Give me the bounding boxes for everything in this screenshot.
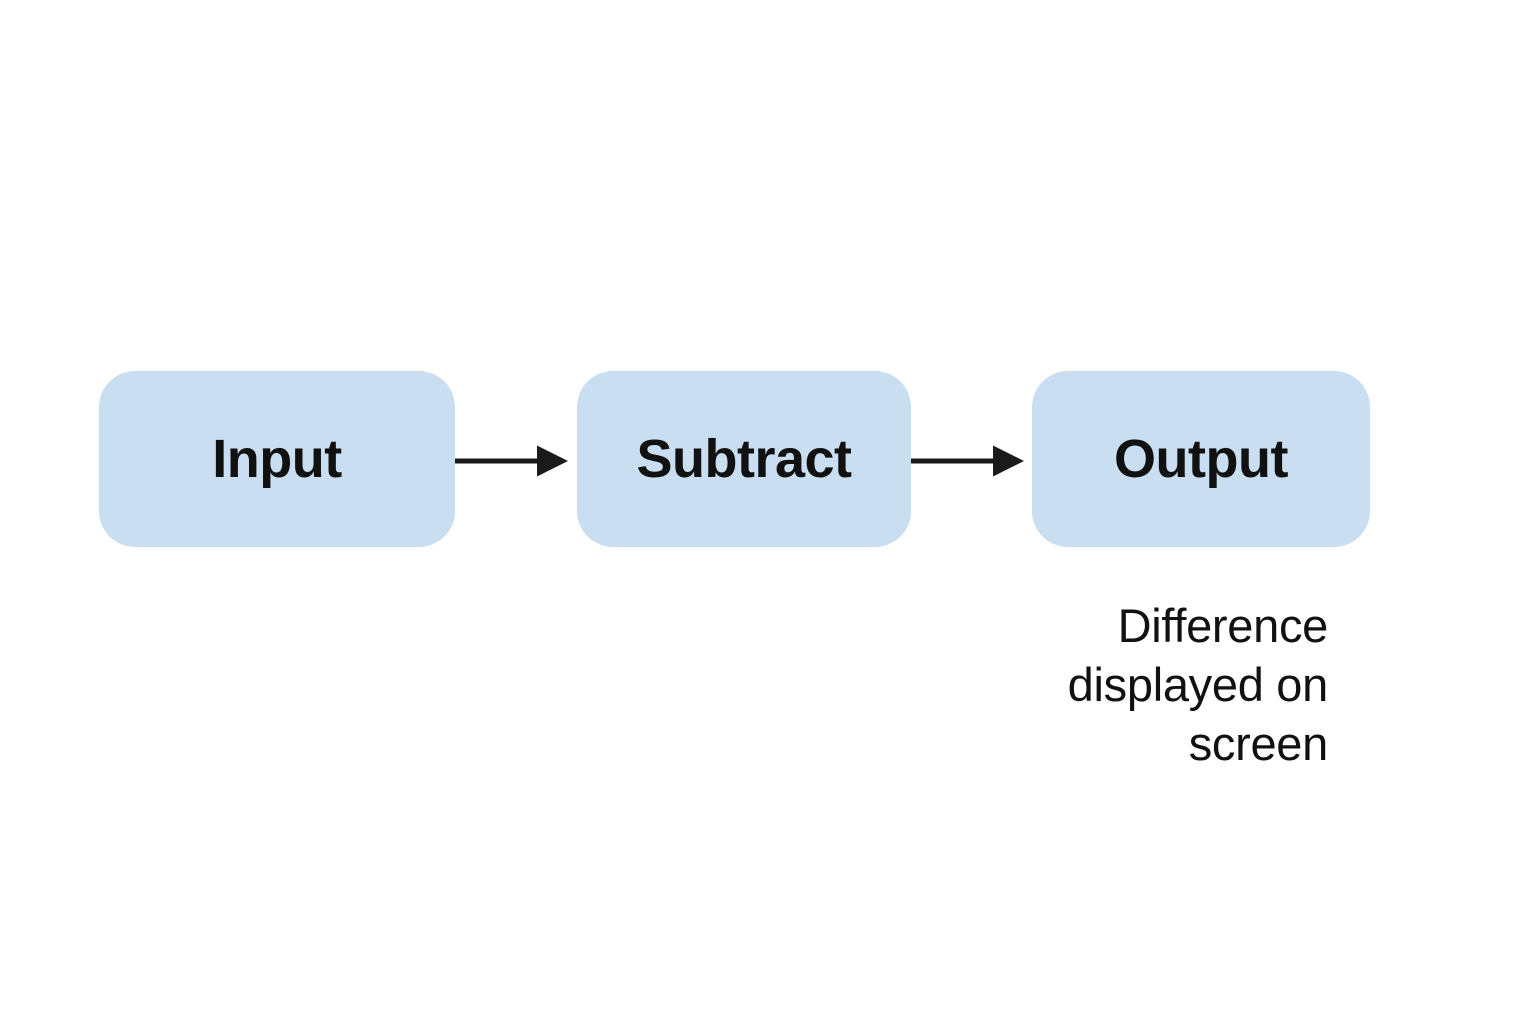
arrow-right-icon [911, 445, 1024, 477]
flow-node-input-label: Input [212, 429, 342, 489]
flow-node-output-label: Output [1114, 429, 1288, 489]
arrow-right-icon-subtract-to-output [911, 441, 1026, 481]
arrow-right-icon-input-to-subtract [455, 441, 570, 481]
output-caption-line-3: screen [1188, 717, 1329, 770]
flow-node-subtract-label: Subtract [636, 429, 852, 489]
flow-node-subtract[interactable]: Subtract [577, 371, 911, 547]
output-caption-line-2: displayed on [1067, 658, 1329, 711]
output-caption: Difference displayed on screen [1000, 596, 1329, 773]
output-caption-line-1: Difference [1117, 599, 1329, 652]
arrow-right-icon [455, 445, 568, 477]
flow-node-output[interactable]: Output [1032, 371, 1370, 547]
flow-node-input[interactable]: Input [99, 371, 455, 547]
